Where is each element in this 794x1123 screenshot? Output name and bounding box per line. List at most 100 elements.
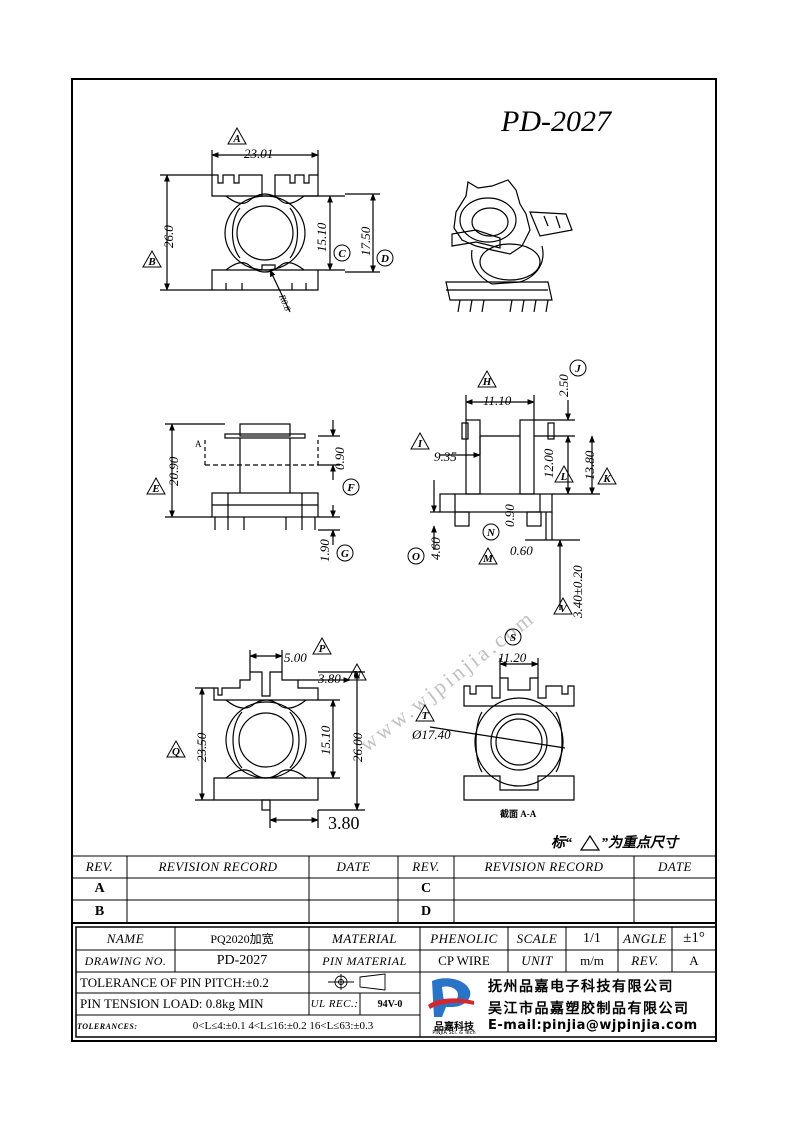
marker-a: A xyxy=(227,126,247,145)
drawing-no-label: DRAWING NO. xyxy=(84,953,167,968)
marker-e: E xyxy=(146,476,166,495)
drawing-title: PD-2027 xyxy=(500,105,613,138)
marker-h: H xyxy=(477,369,497,388)
dim-M: 0.60 xyxy=(510,543,533,558)
section-mark-a: A xyxy=(195,439,202,449)
dim-C2: 15.10 xyxy=(318,725,333,755)
rev-header-6: DATE xyxy=(657,859,693,874)
marker-a-label: A xyxy=(232,133,240,145)
sheet-border xyxy=(71,78,717,1042)
marker-j-label: J xyxy=(574,363,581,375)
marker-m-label: M xyxy=(482,553,494,565)
dim-Q: 23.50 xyxy=(194,732,209,762)
marker-f: F xyxy=(342,478,360,496)
marker-o: O xyxy=(407,547,425,565)
ul-rec-value: 94V-0 xyxy=(377,998,403,1010)
scale-label: SCALE xyxy=(516,930,558,946)
unit-value: m/m xyxy=(580,953,604,968)
marker-f-label: F xyxy=(346,482,355,494)
dim-O: 4.60 xyxy=(428,537,443,560)
dim-A: 23.01 xyxy=(244,146,273,161)
key-dim-note-suffix: ”为重点尺寸 xyxy=(601,834,680,851)
marker-b: B xyxy=(142,249,162,268)
dim-P: 5.00 xyxy=(284,650,307,665)
marker-g: G xyxy=(336,544,354,562)
material-value: PHENOLIC xyxy=(430,930,498,946)
rev-row-d: D xyxy=(420,903,432,919)
marker-i: I xyxy=(410,431,430,450)
rev-label: REV. xyxy=(631,953,659,968)
revision-table-grid xyxy=(72,855,716,924)
key-dim-triangle-icon xyxy=(579,834,601,851)
pin-material-value: CP WIRE xyxy=(438,953,490,968)
marker-v: V xyxy=(553,596,573,615)
name-label: NAME xyxy=(106,930,145,946)
marker-j: J xyxy=(569,359,587,377)
pin-material-label: PIN MATERIAL xyxy=(322,953,407,968)
marker-c-label: C xyxy=(338,248,346,260)
angle-value: ±1° xyxy=(683,930,705,946)
drawing-no-value: PD-2027 xyxy=(216,953,268,968)
dim-W: 3.80 xyxy=(328,813,360,833)
dim-F: 0.90 xyxy=(332,447,347,470)
marker-c: C xyxy=(333,244,351,262)
dim-R: R0.8 xyxy=(277,292,293,313)
dim-B: 26.0 xyxy=(161,225,176,248)
dim-S: 11.20 xyxy=(498,650,527,665)
marker-h-label: H xyxy=(482,376,492,388)
marker-b-label: B xyxy=(147,256,155,268)
marker-n-label: N xyxy=(486,527,496,539)
marker-u: U xyxy=(347,662,367,681)
dim-D: 17.50 xyxy=(358,226,373,256)
marker-s: S xyxy=(504,628,522,646)
tolerances-value: 0<L≤4:±0.1 4<L≤16:±0.2 16<L≤63:±0.3 xyxy=(192,1020,374,1032)
company-logo-icon xyxy=(428,978,474,1017)
bottom-view xyxy=(195,650,365,828)
tolerance-pin-pitch: TOLERANCE OF PIN PITCH:±0.2 xyxy=(80,974,269,990)
dim-I: 9.35 xyxy=(434,449,457,464)
marker-v-label: V xyxy=(559,603,568,615)
dim-L: 12.00 xyxy=(541,448,556,478)
pin-tension-load: PIN TENSION LOAD: 0.8kg MIN xyxy=(80,996,264,1011)
dim-K: 13.80 xyxy=(582,450,597,480)
marker-q: Q xyxy=(166,739,186,758)
dim-J: 2.50 xyxy=(556,374,571,397)
section-label: 截面 A-A xyxy=(500,808,537,819)
ul-rec-label: UL REC.: xyxy=(310,998,359,1010)
marker-p: P xyxy=(312,636,332,655)
dim-E: 20.90 xyxy=(166,456,181,486)
dim-N: 0.90 xyxy=(502,504,517,527)
dim-V: 3.40±0.20 xyxy=(570,565,585,619)
marker-e-label: E xyxy=(151,483,159,495)
marker-t: T xyxy=(415,703,435,722)
dim-D2: 26.00 xyxy=(350,732,365,762)
marker-m: M xyxy=(478,546,498,565)
dim-H: 11.10 xyxy=(483,393,512,408)
marker-l: L xyxy=(554,464,574,483)
key-dim-note-prefix: 标“ xyxy=(551,834,572,851)
logo-sub: PINJIA Sci. & Tech xyxy=(432,1030,476,1036)
marker-k-label: K xyxy=(602,473,611,485)
marker-p-label: P xyxy=(319,643,326,655)
rev-row-a: A xyxy=(94,881,105,896)
scale-value: 1/1 xyxy=(583,930,601,946)
marker-i-label: I xyxy=(417,438,423,450)
isometric-view xyxy=(445,179,573,313)
side-view xyxy=(430,395,600,610)
company-email: E-mail:pinjia@wjpinjia.com xyxy=(488,1018,698,1033)
rev-header-4: REV. xyxy=(412,859,440,874)
tolerances-label: TOLERANCES: xyxy=(77,1021,138,1031)
unit-label: UNIT xyxy=(521,953,553,968)
section-view xyxy=(429,658,575,801)
marker-n: N xyxy=(482,523,500,541)
angle-label: ANGLE xyxy=(623,930,667,946)
rev-row-c: C xyxy=(420,881,432,896)
marker-t-label: T xyxy=(422,710,430,722)
dim-C: 15.10 xyxy=(314,222,329,252)
rev-value: A xyxy=(689,953,699,968)
dim-U: 3.80 xyxy=(317,671,341,686)
rev-header-5: REVISION RECORD xyxy=(484,859,604,874)
rev-header-1: REV. xyxy=(85,859,114,874)
